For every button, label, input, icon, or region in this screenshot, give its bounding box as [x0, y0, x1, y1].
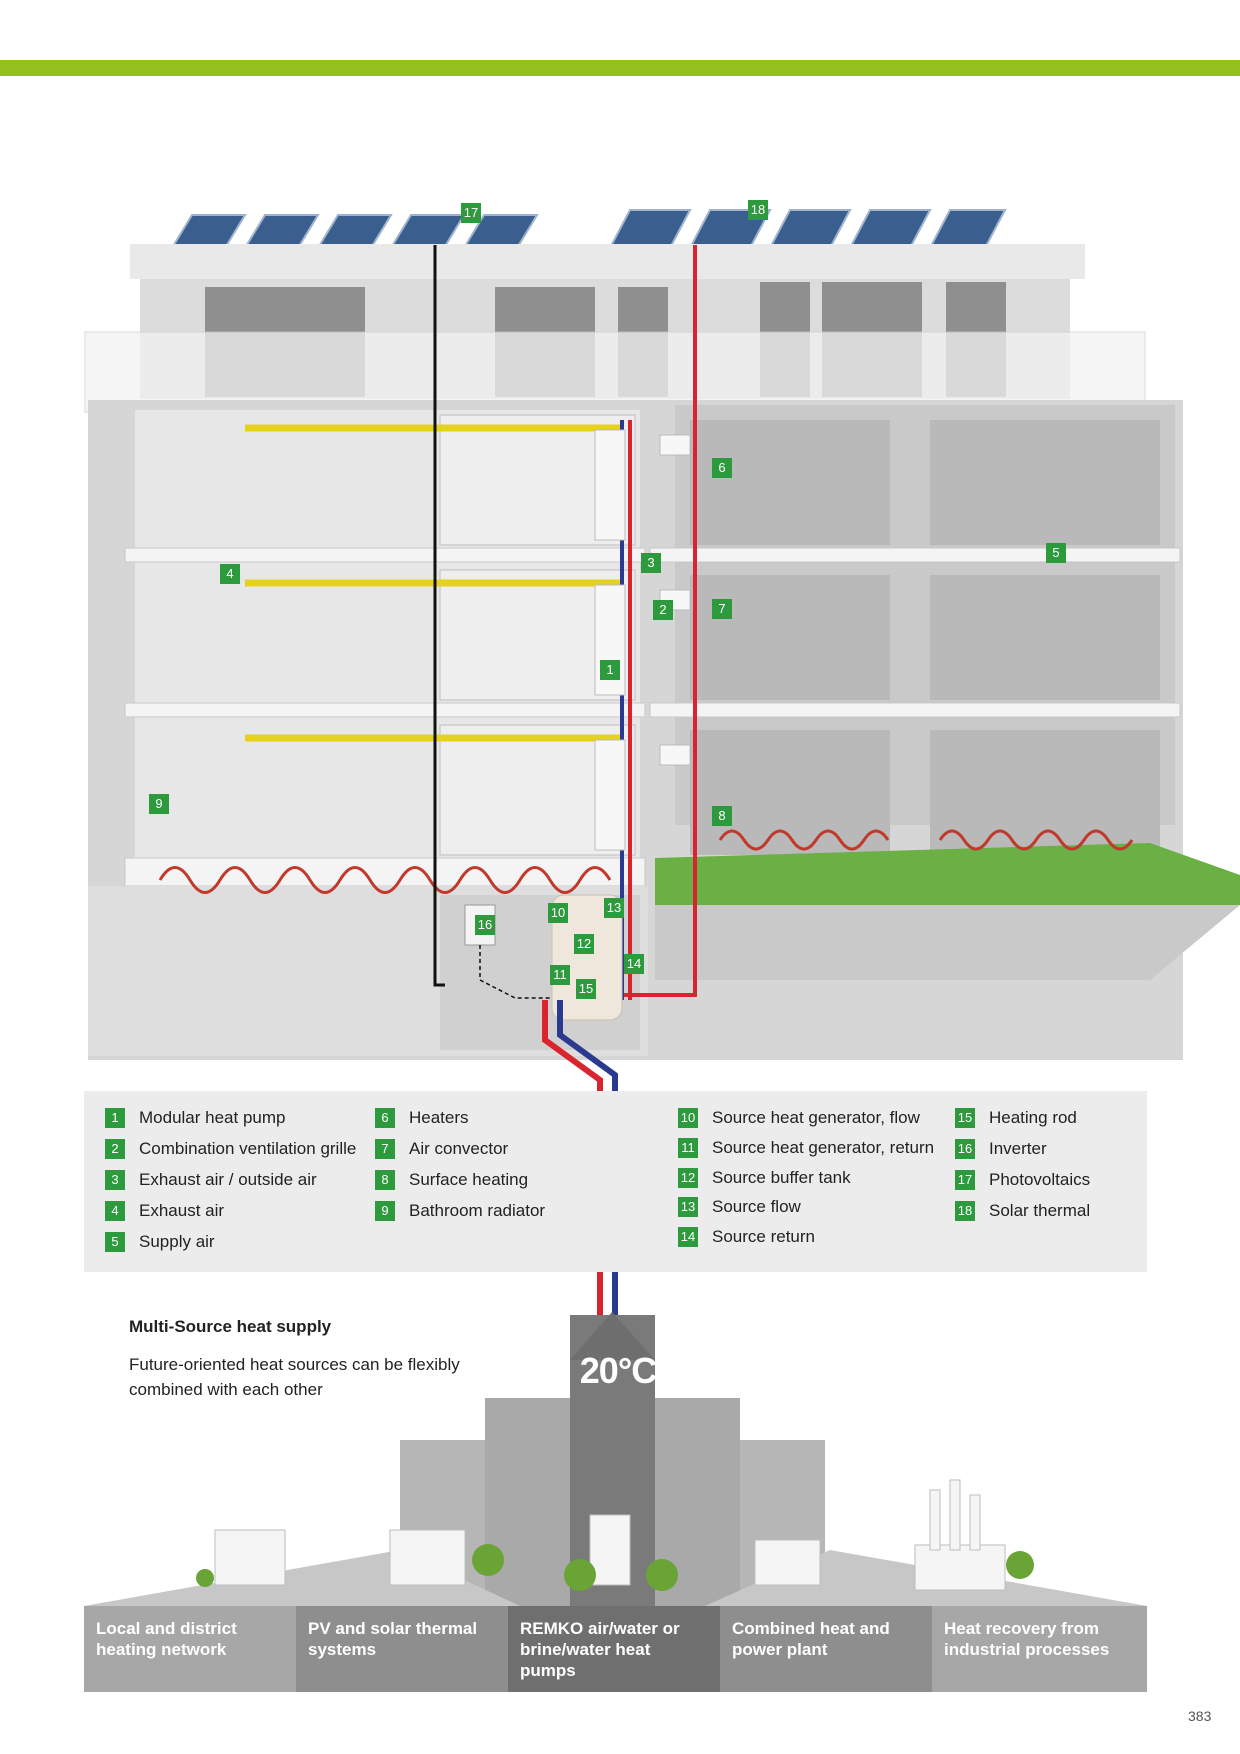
marker-3: 3	[641, 553, 661, 573]
source-label-pv-solar: PV and solar thermal systems	[308, 1619, 478, 1659]
surface-heating	[158, 829, 1134, 894]
temperature-label: 20°C	[579, 1350, 657, 1391]
marker-10: 10	[548, 903, 568, 923]
marker-1: 1	[600, 660, 620, 680]
marker-17: 17	[461, 203, 481, 223]
marker-5: 5	[1046, 543, 1066, 563]
air-ducts	[245, 424, 620, 742]
multi-source-description: Future-oriented heat sources can be flex…	[129, 1355, 460, 1399]
roof-slab	[130, 244, 1085, 279]
marker-12: 12	[574, 934, 594, 954]
marker-9: 9	[149, 794, 169, 814]
lawn	[655, 843, 1240, 905]
marker-18: 18	[748, 200, 768, 220]
marker-7: 7	[712, 599, 732, 619]
buffer-tank	[551, 894, 623, 1021]
marker-13: 13	[604, 898, 624, 918]
marker-14: 14	[624, 954, 644, 974]
source-label-district-heating: Local and district heating network	[96, 1619, 237, 1659]
source-label-chp: Combined heat and power plant	[732, 1619, 890, 1659]
marker-8: 8	[712, 806, 732, 826]
marker-11: 11	[550, 965, 570, 985]
page-number: 383	[1188, 1708, 1212, 1724]
marker-16: 16	[475, 915, 495, 935]
marker-6: 6	[712, 458, 732, 478]
marker-15: 15	[576, 979, 596, 999]
trees	[196, 1544, 1034, 1591]
marker-4: 4	[220, 564, 240, 584]
source-buildings	[214, 1479, 1006, 1591]
roof-railing	[84, 331, 1146, 413]
marker-2: 2	[653, 600, 673, 620]
multi-source-title: Multi-Source heat supply	[129, 1317, 332, 1336]
top-accent-bar	[0, 60, 1240, 76]
source-label-heat-pumps: REMKO air/water or brine/water heat pump…	[520, 1619, 680, 1680]
pv-panels	[170, 209, 1007, 249]
source-label-industrial: Heat recovery from industrial processes	[944, 1619, 1110, 1659]
